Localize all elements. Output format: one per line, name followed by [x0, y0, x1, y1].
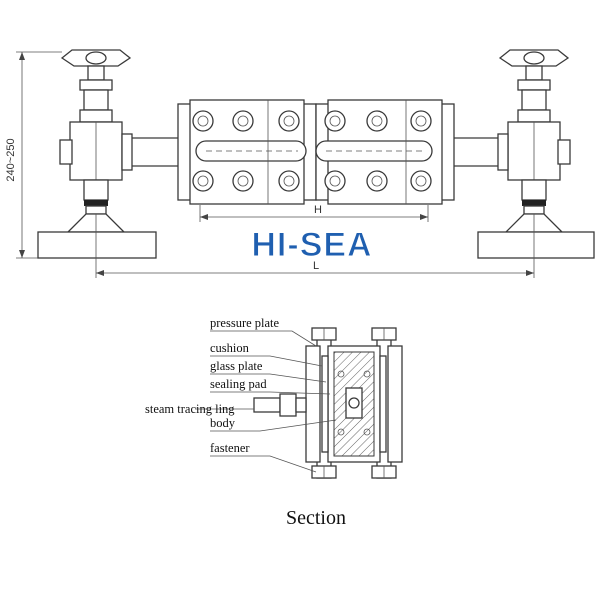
l-dimension: L: [95, 214, 535, 278]
right-valve: [477, 49, 595, 259]
section-labels: pressure plate cushion glass plate seali…: [145, 316, 280, 455]
label-cushion: cushion: [210, 341, 250, 355]
bolt-icon: [366, 110, 388, 132]
bolt-icon: [232, 170, 254, 192]
h-dimension-label: H: [314, 204, 322, 216]
sight-glass-right: [315, 140, 433, 162]
bolt-icon: [278, 170, 300, 192]
bolt-icon: [192, 170, 214, 192]
bolt-icon: [192, 110, 214, 132]
l-dimension-label: L: [313, 260, 319, 272]
h-dimension: H: [199, 204, 429, 222]
bolt-icon: [278, 110, 300, 132]
hi-sea-logo: HI-SEA: [251, 226, 372, 264]
label-steam-tracing: steam tracing ling: [145, 402, 235, 416]
section-leaders: [195, 330, 337, 473]
label-fastener: fastener: [210, 441, 250, 455]
label-glass-plate: glass plate: [210, 359, 263, 373]
section-view: [253, 327, 403, 479]
label-pressure-plate: pressure plate: [210, 316, 280, 330]
bolt-icon: [324, 110, 346, 132]
gauge-bolts: [192, 110, 432, 192]
bolt-icon: [232, 110, 254, 132]
bolt-icon: [324, 170, 346, 192]
bolt-icon: [410, 170, 432, 192]
label-body: body: [210, 416, 236, 430]
label-sealing-pad: sealing pad: [210, 377, 267, 391]
height-dimension-label: 240~250: [5, 138, 17, 181]
section-caption: Section: [286, 507, 346, 529]
height-dimension: 240~250: [5, 51, 62, 259]
bolt-icon: [410, 110, 432, 132]
left-valve: [37, 49, 157, 259]
bolt-icon: [366, 170, 388, 192]
